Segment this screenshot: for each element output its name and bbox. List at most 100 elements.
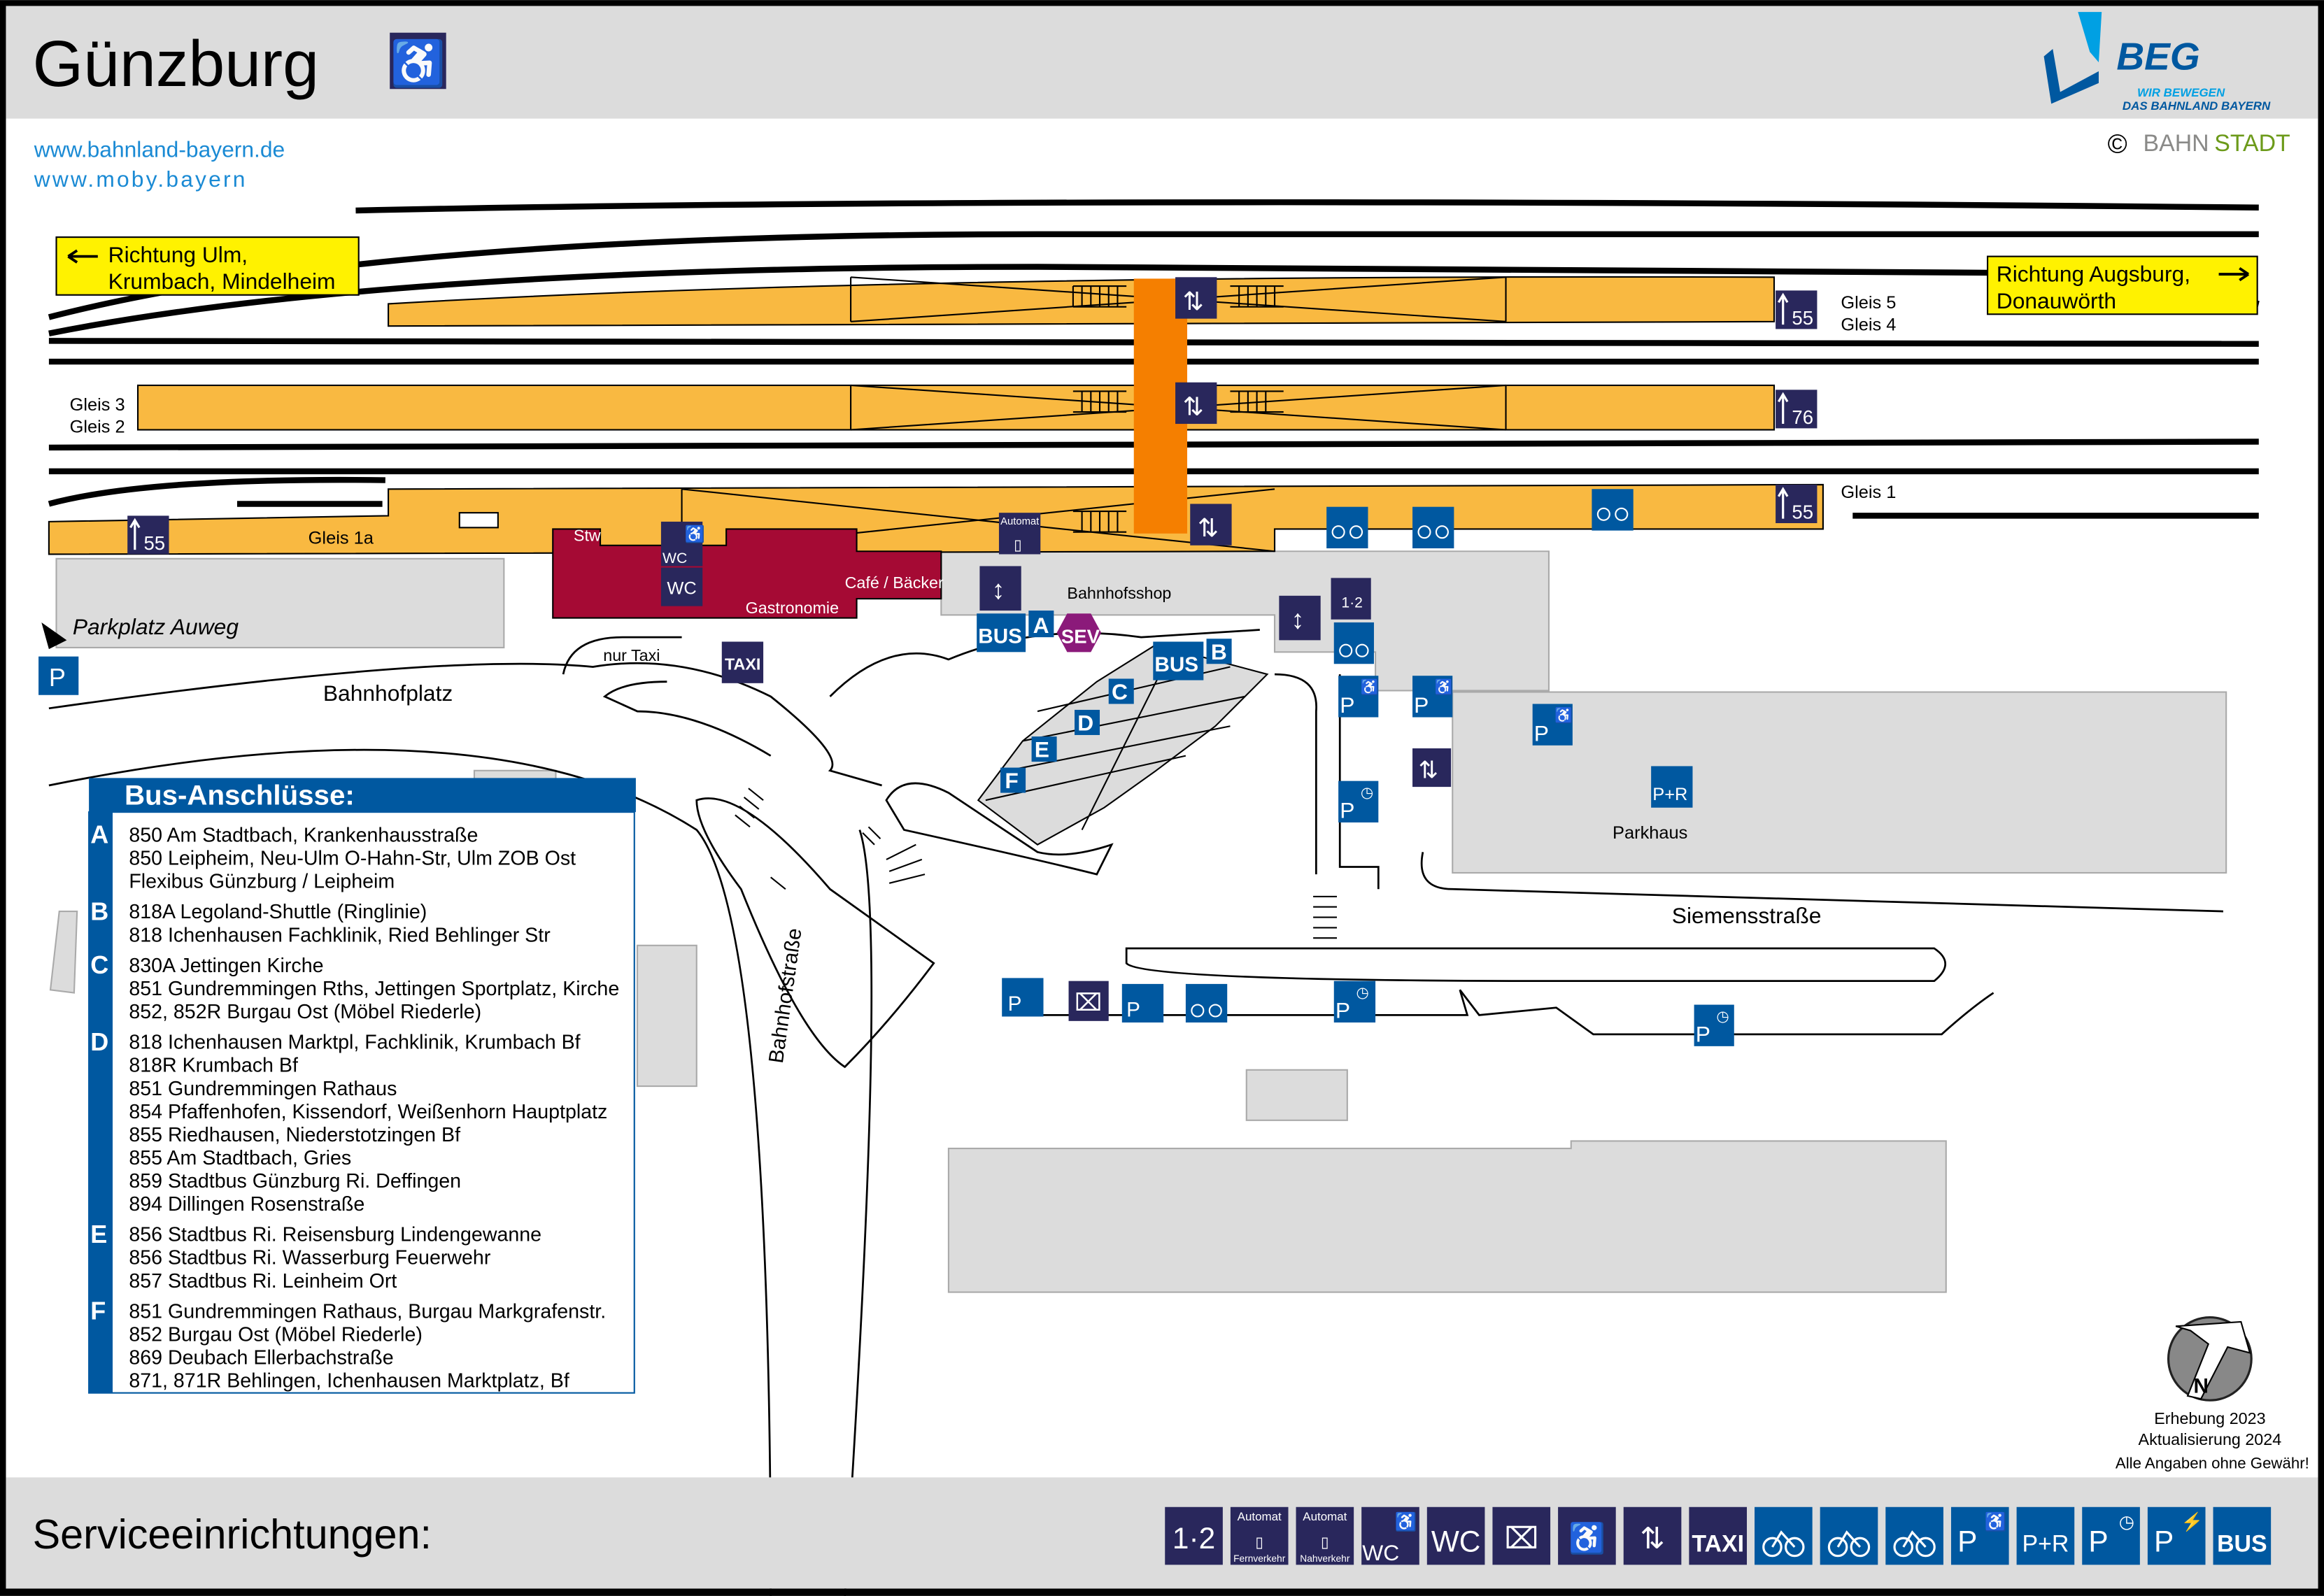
track-sign-55: 55 — [1776, 290, 1818, 329]
bus-stop-c[interactable]: C — [1108, 678, 1134, 704]
bike-parking-icon[interactable] — [1326, 506, 1368, 549]
arrow-icon — [41, 622, 67, 650]
bus-line: 818 Ichenhausen Fachklinik, Ried Behling… — [129, 924, 551, 946]
gleis-1a-label: Gleis 1a — [309, 529, 374, 548]
bus-line: 830A Jettingen Kirche — [129, 955, 323, 977]
svg-text:E: E — [1035, 737, 1049, 762]
svg-text:P: P — [1534, 720, 1549, 746]
parking-icon[interactable]: P — [38, 656, 79, 695]
svg-text:P: P — [49, 663, 66, 692]
ramp-icon[interactable]: ↕ — [1279, 595, 1321, 641]
svg-text:Richtung Ulm,: Richtung Ulm, — [108, 242, 248, 267]
ticket-office-icon[interactable]: 1·2 — [1331, 578, 1371, 620]
ticket-machine-icon[interactable]: Automat▯ — [998, 513, 1041, 555]
svg-text:♿: ♿ — [1395, 1511, 1417, 1532]
bike-locker-icon[interactable] — [1185, 983, 1228, 1023]
svg-text:BUS: BUS — [2217, 1530, 2267, 1557]
svg-text:Automat: Automat — [1238, 1510, 1282, 1523]
parking-auweg-area — [55, 557, 505, 649]
accessible-parking-icon[interactable]: P♿ — [1412, 676, 1453, 718]
bus-stop-e[interactable]: E — [1031, 736, 1057, 762]
bike-parking-icon[interactable] — [1592, 489, 1634, 531]
gleis-5-label: Gleis 5 — [1841, 293, 1896, 313]
ebike-charging-parking-icon[interactable]: P — [1002, 978, 1044, 1017]
short-term-parking-icon[interactable]: P◷ — [1694, 1004, 1734, 1047]
bus-line: 850 Am Stadtbach, Krankenhausstraße — [129, 824, 478, 846]
bus-line: 855 Am Stadtbach, Gries — [129, 1147, 351, 1169]
arrow-right-icon — [2218, 267, 2250, 282]
beg-logo[interactable]: BEG WIR BEWEGEN DAS BAHNLAND BAYERN — [2043, 12, 2271, 113]
svg-text:⚡: ⚡ — [2181, 1511, 2204, 1532]
ev-charging-parking-icon: P⚡ — [2147, 1506, 2206, 1565]
bus-line: 852, 852R Burgau Ost (Möbel Riederle) — [129, 1001, 481, 1023]
link-bahnland[interactable]: www.bahnland-bayern.de — [34, 137, 285, 162]
svg-text:♿: ♿ — [1985, 1511, 2007, 1532]
services-bar: Serviceeinrichtungen: 1·2AutomatFernverk… — [6, 1477, 2318, 1589]
roads — [48, 629, 2223, 1596]
mailbox-icon[interactable]: ⌧ — [1068, 981, 1109, 1021]
parkplatz-auweg-label: Parkplatz Auweg — [73, 614, 239, 639]
ev-charging-parking-icon[interactable]: P — [1121, 983, 1164, 1023]
svg-text:SEV: SEV — [1061, 626, 1100, 648]
svg-text:♿: ♿ — [1568, 1521, 1606, 1555]
svg-text:Krumbach, Mindelheim: Krumbach, Mindelheim — [108, 269, 336, 294]
gleis-4-label: Gleis 4 — [1841, 315, 1896, 335]
parkhaus-building — [1452, 691, 2227, 874]
beg-slogan-1: WIR BEWEGEN — [2137, 86, 2225, 99]
accessible-parking-icon[interactable]: P♿ — [1338, 676, 1379, 718]
ramp-icon[interactable]: ↕ — [979, 566, 1021, 611]
bus-stop-letter: F — [90, 1297, 106, 1325]
svg-text:TAXI: TAXI — [725, 655, 760, 674]
elevator-icon[interactable]: ⇅ — [1412, 748, 1452, 788]
link-moby[interactable]: www.moby.bayern — [34, 166, 248, 192]
north-arrow-icon: N — [2167, 1316, 2253, 1402]
elevator-icon[interactable]: ⇅ — [1190, 504, 1232, 546]
update-date: Aktualisierung 2024 — [2139, 1430, 2282, 1448]
short-term-parking-icon: P◷ — [2082, 1506, 2140, 1565]
short-term-parking-icon[interactable]: P◷ — [1338, 781, 1379, 823]
bike-parking-icon[interactable] — [1412, 506, 1454, 549]
gleis-3-label: Gleis 3 — [70, 395, 125, 415]
page-title: Günzburg — [33, 27, 319, 100]
ebike-charging-icon[interactable] — [1333, 622, 1374, 664]
accessible-parking-icon: P♿ — [1950, 1506, 2009, 1565]
taxi-icon[interactable]: TAXI — [721, 641, 764, 683]
wheelchair-lift-icon: ♿ — [1558, 1506, 1616, 1565]
bus-stop-d[interactable]: D — [1075, 709, 1100, 736]
accessible-wc-icon[interactable]: ♿WC — [660, 521, 705, 567]
bus-stop-letter: D — [90, 1027, 108, 1056]
wc-icon[interactable]: WC — [660, 567, 703, 606]
park-and-ride-icon[interactable]: P+R — [1651, 766, 1693, 808]
svg-text:Nahverkehr: Nahverkehr — [1300, 1553, 1350, 1564]
svg-text:STADT: STADT — [2214, 130, 2290, 157]
bus-line: 894 Dillingen Rosenstraße — [129, 1193, 364, 1216]
elevator-icon: ⇅ — [1623, 1506, 1682, 1565]
svg-text:A: A — [1033, 613, 1049, 638]
buildings — [49, 550, 2227, 1293]
accessible-parking-icon[interactable]: P♿ — [1532, 704, 1573, 746]
short-term-parking-icon[interactable]: P◷ — [1333, 981, 1376, 1023]
elevator-icon[interactable]: ⇅ — [1175, 382, 1217, 425]
taxi-icon: TAXI — [1689, 1506, 1748, 1565]
svg-text:↕: ↕ — [1291, 604, 1304, 634]
bus-stop-f[interactable]: F — [1000, 767, 1026, 794]
bahnhofplatz-label: Bahnhofplatz — [323, 681, 453, 706]
svg-text:P: P — [1414, 692, 1429, 718]
svg-text:WC: WC — [663, 550, 687, 567]
svg-text:C: C — [1112, 679, 1128, 704]
sev-icon[interactable]: SEV — [1056, 613, 1102, 653]
svg-text:Richtung Augsburg,: Richtung Augsburg, — [1997, 262, 2190, 287]
svg-text:⇅: ⇅ — [1640, 1522, 1665, 1555]
elevator-icon[interactable]: ⇅ — [1175, 277, 1217, 319]
accessible-wc-icon: WC♿ — [1361, 1506, 1419, 1565]
bus-line: 854 Pfaffenhofen, Kissendorf, Weißenhorn… — [129, 1101, 607, 1123]
platform-1 — [48, 483, 1824, 555]
services-title: Serviceeinrichtungen: — [33, 1511, 432, 1558]
svg-text:1·2: 1·2 — [1341, 595, 1363, 611]
